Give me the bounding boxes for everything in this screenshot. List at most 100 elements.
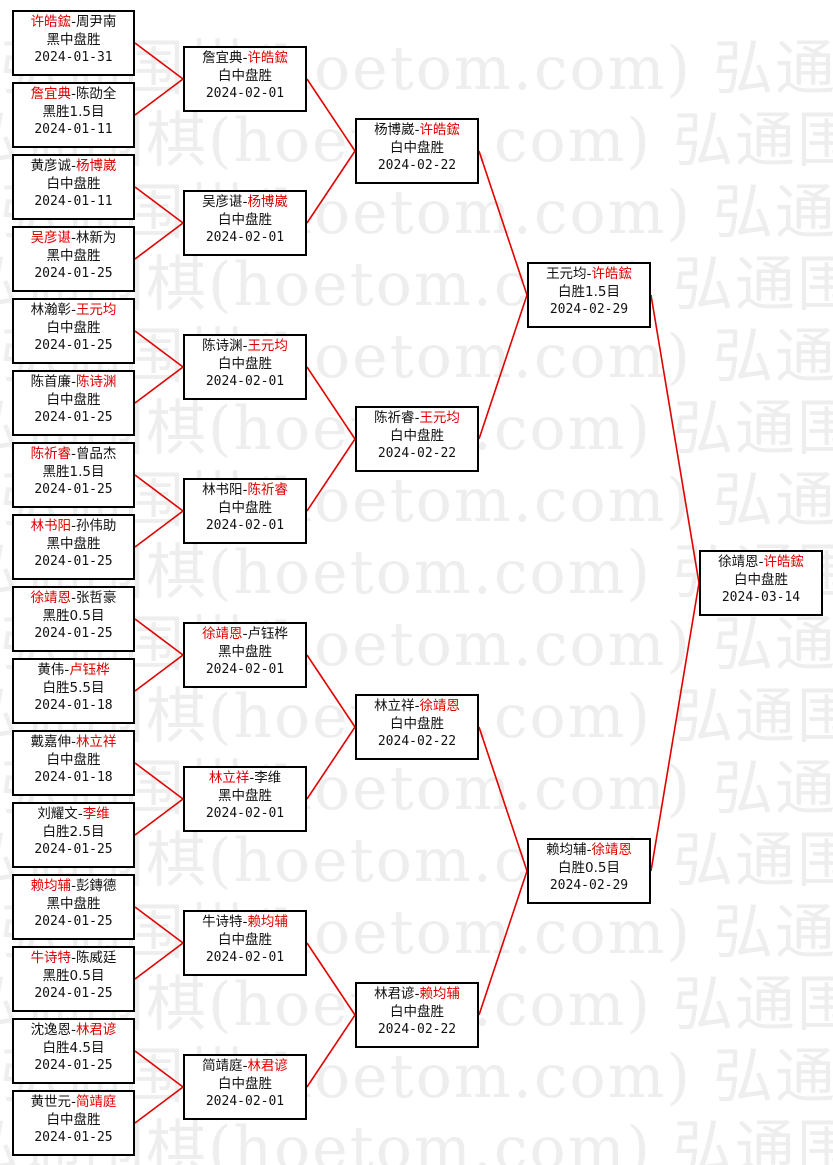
black-player-name: 林书阳 — [202, 482, 243, 498]
black-player-name: 王元均 — [546, 266, 587, 282]
bracket-connector-line — [134, 942, 184, 980]
vs-dash: - — [71, 446, 76, 462]
match-result: 白中盘胜 — [218, 212, 272, 228]
bracket-connector-line — [134, 42, 184, 80]
white-player-name: 陈祈睿 — [247, 482, 288, 498]
black-player-name: 沈逸恩 — [30, 1022, 72, 1038]
bracket-connector-line — [134, 798, 184, 836]
black-player-name: 许皓鋐 — [30, 14, 72, 30]
match-date: 2024-02-01 — [205, 374, 285, 389]
bracket-connector-line — [306, 726, 356, 800]
vs-dash: - — [71, 518, 76, 534]
match-date: 2024-02-01 — [205, 950, 285, 965]
white-player-name: 许皓鋐 — [763, 554, 804, 570]
match-players: 林立祥-徐靖恩 — [357, 697, 477, 715]
vs-dash: - — [249, 770, 255, 786]
black-player-name: 徐靖恩 — [202, 626, 243, 642]
match-players: 简靖庭-林君谚 — [185, 1057, 305, 1075]
white-player-name: 陈威廷 — [75, 950, 117, 966]
match-players: 陈祈睿-王元均 — [357, 409, 477, 427]
black-player-name: 赖均辅 — [546, 842, 587, 858]
vs-dash: - — [71, 302, 76, 318]
match-result: 白中盘胜 — [46, 176, 101, 192]
match-players: 赖均辅-徐靖恩 — [529, 841, 649, 859]
match-date: 2024-01-25 — [34, 482, 113, 497]
match-result: 白中盘胜 — [390, 1004, 444, 1020]
match-result: 白中盘胜 — [46, 752, 101, 768]
bracket-connector-line — [306, 942, 356, 1016]
match-date: 2024-01-18 — [34, 698, 113, 713]
match-result: 白中盘胜 — [390, 716, 444, 732]
vs-dash: - — [414, 698, 420, 714]
semifinal-match-box: 王元均-许皓鋐白胜1.5目 2024-02-29 — [527, 262, 651, 328]
match-date: 2024-01-25 — [34, 842, 113, 857]
match-date: 2024-02-22 — [377, 446, 457, 461]
vs-dash: - — [242, 338, 248, 354]
match-result: 白中盘胜 — [734, 572, 788, 588]
match-date: 2024-01-25 — [34, 1058, 113, 1073]
white-player-name: 赖均辅 — [419, 986, 460, 1002]
match-players: 刘耀文-李维 — [14, 805, 133, 823]
bracket-connector-line — [134, 618, 184, 656]
match-players: 王元均-许皓鋐 — [529, 265, 649, 283]
black-player-name: 黄伟 — [37, 662, 65, 678]
match-result: 白胜0.5目 — [558, 860, 620, 876]
black-player-name: 赖均辅 — [30, 878, 72, 894]
bracket-connector-line — [650, 294, 700, 584]
white-player-name: 王元均 — [419, 410, 460, 426]
match-result: 黑胜0.5目 — [42, 608, 105, 624]
white-player-name: 简靖庭 — [75, 1094, 117, 1110]
match-date: 2024-02-01 — [205, 1094, 285, 1109]
vs-dash: - — [71, 86, 76, 102]
match-result: 白胜2.5目 — [42, 824, 105, 840]
match-result: 白胜5.5目 — [42, 680, 105, 696]
white-player-name: 陈诗渊 — [75, 374, 117, 390]
vs-dash: - — [242, 626, 248, 642]
match-result: 黑中盘胜 — [46, 248, 101, 264]
vs-dash: - — [71, 734, 76, 750]
bracket-connector-line — [478, 870, 528, 1016]
match-result: 白中盘胜 — [46, 392, 101, 408]
black-player-name: 简靖庭 — [202, 1058, 243, 1074]
match-result: 白胜1.5目 — [558, 284, 620, 300]
match-players: 林瀚彰-王元均 — [14, 301, 133, 319]
bracket-connector-line — [650, 582, 700, 872]
white-player-name: 许皓鋐 — [591, 266, 632, 282]
vs-dash: - — [64, 662, 70, 678]
match-result: 黑中盘胜 — [218, 788, 272, 804]
match-players: 黄彦诚-杨博崴 — [14, 157, 133, 175]
match-result: 黑胜0.5目 — [42, 968, 105, 984]
white-player-name: 王元均 — [75, 302, 117, 318]
bracket-connector-line — [478, 150, 528, 296]
white-player-name: 林君谚 — [75, 1022, 117, 1038]
white-player-name: 林君谚 — [247, 1058, 288, 1074]
match-result: 白中盘胜 — [218, 500, 272, 516]
black-player-name: 吴彦谌 — [30, 230, 72, 246]
match-result: 黑中盘胜 — [46, 32, 101, 48]
match-players: 戴嘉伸-林立祥 — [14, 733, 133, 751]
bracket-connector-line — [306, 654, 356, 728]
match-date: 2024-02-29 — [549, 302, 629, 317]
bracket-connector-line — [134, 654, 184, 692]
match-result: 白中盘胜 — [218, 1076, 272, 1092]
vs-dash: - — [758, 554, 764, 570]
vs-dash: - — [71, 230, 76, 246]
match-date: 2024-01-25 — [34, 1130, 113, 1145]
match-result: 白中盘胜 — [390, 140, 444, 156]
vs-dash: - — [242, 50, 248, 66]
white-player-name: 李维 — [254, 770, 282, 786]
